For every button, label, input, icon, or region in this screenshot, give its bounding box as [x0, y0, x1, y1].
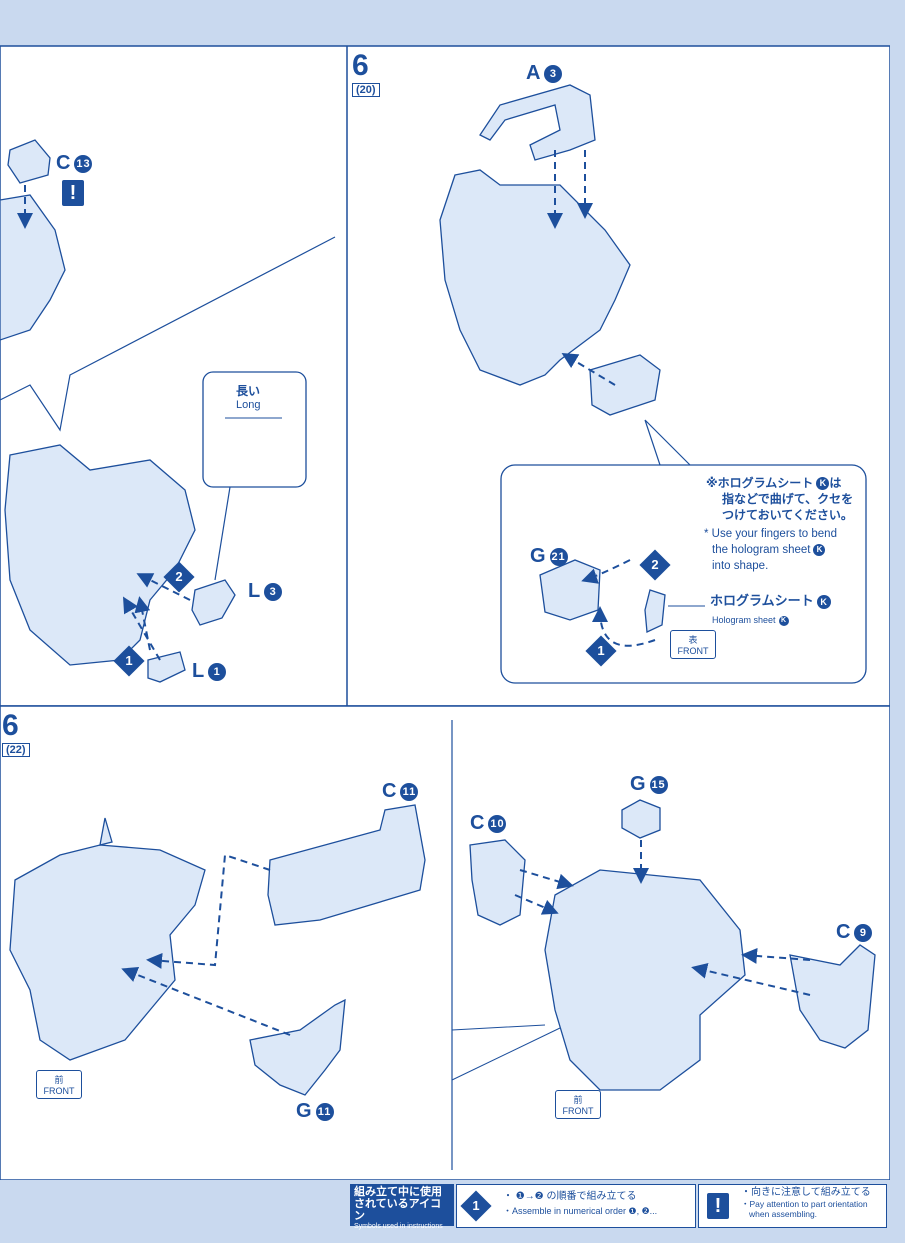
part-letter: C	[56, 152, 72, 174]
legend-order-ja: ・ ❶→❷ の順番で組み立てる	[503, 1191, 637, 1202]
part-number: K	[778, 615, 789, 626]
step-number: 6	[352, 49, 369, 82]
step-1-icon: 1	[113, 645, 145, 677]
attention-icon: !	[707, 1193, 729, 1219]
part-number: 9	[854, 923, 873, 942]
long-label-ja: 長い	[236, 384, 261, 398]
part-letter: L	[248, 580, 262, 602]
part-number: 11	[400, 782, 419, 801]
symbols-legend-footer: 組み立て中に使用 されているアイコン Symbols used in instr…	[0, 1180, 905, 1243]
front-label-en: FRONT	[562, 1106, 594, 1116]
step-header-bottom: 6 (22)	[2, 709, 30, 758]
step-1-icon: 1	[585, 635, 617, 667]
legend-title-ja-2: されているアイコン	[354, 1198, 442, 1222]
part-number: 13	[74, 154, 93, 173]
long-label-en: Long	[236, 399, 261, 411]
hologram-note-en: * Use your fingers to bend the hologram …	[704, 526, 864, 574]
legend-title-ja-1: 組み立て中に使用	[354, 1186, 442, 1198]
sheet-label-ja: ホログラムシート	[710, 593, 814, 608]
note-text: つけておいてください。	[722, 508, 853, 522]
orientation-warning-icon: !	[62, 180, 84, 206]
part-letter: G	[296, 1100, 313, 1122]
step-number: 1	[472, 1198, 480, 1213]
front-label-ja: 前	[54, 1075, 64, 1085]
front-label-en: FRONT	[677, 646, 709, 656]
sheet-label-en: Hologram sheet	[712, 615, 776, 625]
step-header-top: 6 (20)	[352, 49, 380, 98]
note-text: は	[829, 476, 842, 490]
legend-title-en: Symbols used in instructions	[354, 1223, 443, 1230]
step-2-icon: 2	[639, 549, 671, 581]
legend-title: 組み立て中に使用 されているアイコン Symbols used in instr…	[350, 1184, 454, 1230]
note-text: 指などで曲げて、クセを	[722, 492, 854, 506]
step-2-icon: 2	[163, 561, 195, 593]
part-letter: G	[630, 773, 647, 795]
note-text: ※ホログラムシート	[706, 476, 814, 490]
step-number: 1	[597, 643, 605, 658]
part-number: K	[813, 543, 826, 556]
part-letter: L	[192, 660, 206, 682]
part-letter: A	[526, 62, 542, 84]
note-text: * Use your fingers to bend	[704, 528, 837, 540]
front-label-ja: 表	[688, 635, 698, 645]
step-number: 6	[2, 709, 19, 742]
legend-attention-en-2: when assembling.	[749, 1209, 818, 1219]
part-letter: C	[836, 921, 852, 943]
legend-order-en: ・Assemble in numerical order ❶, ❷...	[503, 1206, 658, 1216]
step-number: 1	[125, 653, 133, 668]
part-number: K	[816, 477, 830, 491]
front-label-en: FRONT	[43, 1086, 75, 1096]
part-number: 21	[549, 547, 568, 566]
page-reference: (20)	[352, 83, 380, 97]
step-number: 2	[651, 557, 659, 572]
front-label-ja: 前	[573, 1095, 583, 1105]
part-letter: C	[382, 780, 398, 802]
note-text: into shape.	[712, 560, 769, 572]
page-reference: (22)	[2, 743, 30, 757]
part-number: 15	[649, 775, 668, 794]
legend-attention-ja: ・向きに注意して組み立てる	[741, 1187, 871, 1198]
part-number: 10	[488, 814, 507, 833]
legend-order-item: 1 ・ ❶→❷ の順番で組み立てる ・Assemble in numerical…	[456, 1184, 696, 1228]
note-text: the hologram sheet	[712, 544, 811, 556]
legend-attention-item: ! ・向きに注意して組み立てる ・Pay attention to part o…	[698, 1184, 887, 1228]
step-order-icon: 1	[460, 1190, 492, 1222]
part-number: 3	[544, 64, 563, 83]
part-letter: G	[530, 545, 547, 567]
part-number: 3	[264, 582, 283, 601]
part-number: 11	[315, 1102, 334, 1121]
step-number: 2	[175, 569, 183, 584]
part-letter: C	[470, 812, 486, 834]
part-number: K	[816, 594, 831, 609]
legend-attention-en-1: ・Pay attention to part orientation	[741, 1199, 868, 1209]
part-number: 1	[208, 662, 227, 681]
